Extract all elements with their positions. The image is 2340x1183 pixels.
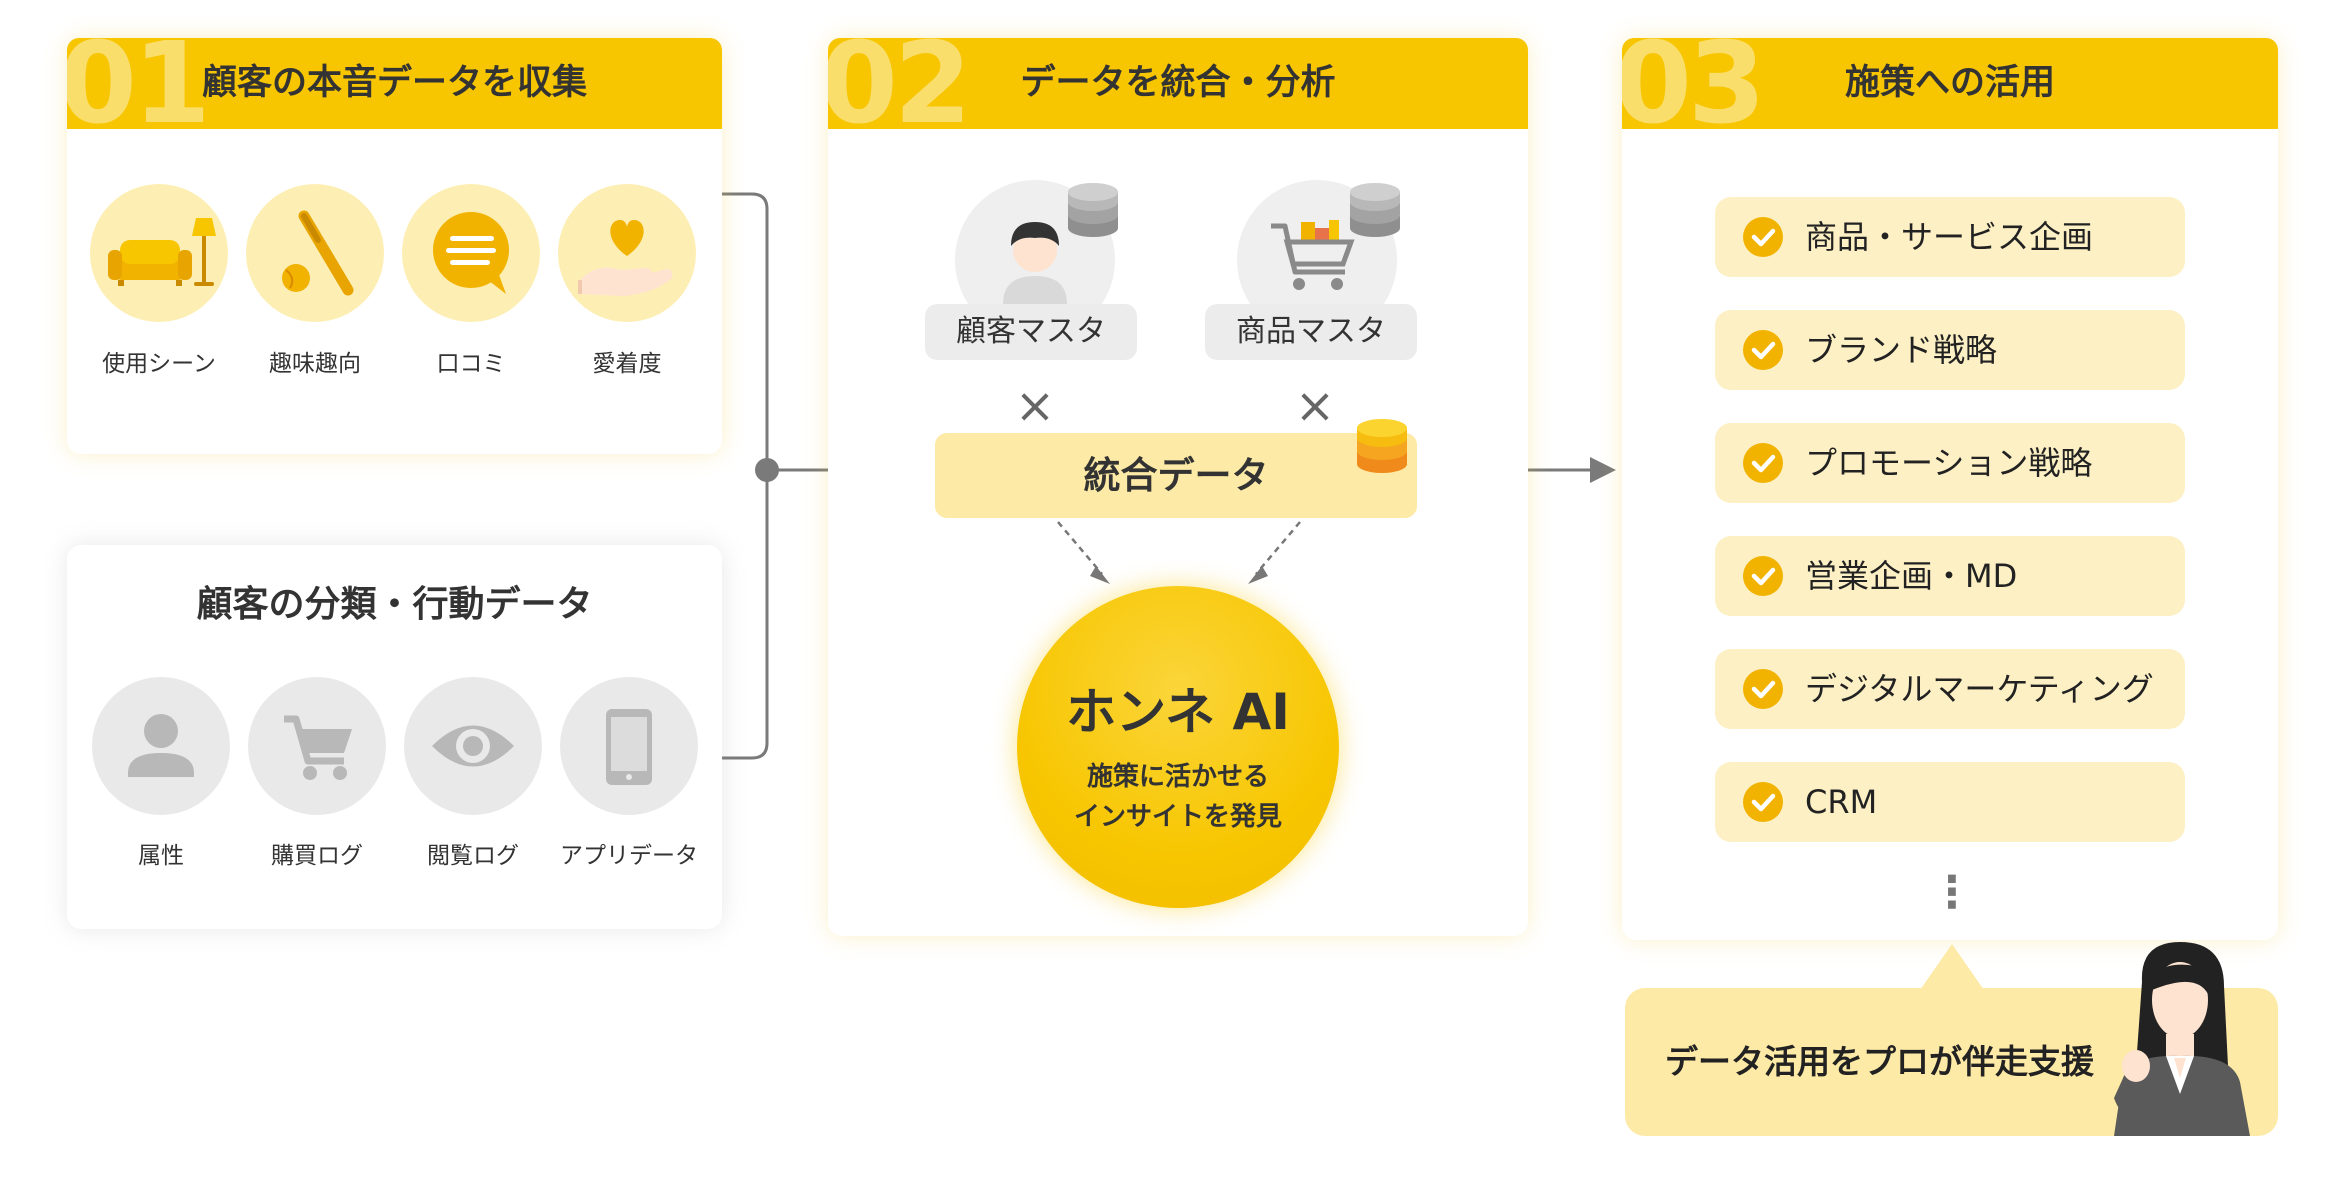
check-icon bbox=[1743, 217, 1783, 257]
step2-number: 02 bbox=[828, 38, 972, 129]
honne-ai-circle: ホンネ AI 施策に活かせる インサイトを発見 bbox=[1017, 586, 1339, 908]
person-icon bbox=[92, 677, 230, 815]
honne-ai-title: ホンネ AI bbox=[1066, 683, 1290, 741]
use-case-label: 営業企画・MD bbox=[1805, 557, 2018, 595]
use-case-item: CRM bbox=[1715, 762, 2185, 842]
step3-header: 03 施策への活用 bbox=[1622, 38, 2278, 129]
integrated-database-icon bbox=[1357, 419, 1407, 473]
use-case-item: 商品・サービス企画 bbox=[1715, 197, 2185, 277]
customer-data-title: 顧客の分類・行動データ bbox=[196, 584, 593, 625]
check-icon bbox=[1743, 669, 1783, 709]
step1-item-label: 趣味趣向 bbox=[269, 351, 361, 377]
customer-data-item-label: 購買ログ bbox=[271, 843, 363, 869]
step1-item-label: 愛着度 bbox=[592, 351, 662, 377]
product-master-label: 商品マスタ bbox=[1205, 304, 1417, 360]
step3-number: 03 bbox=[1622, 38, 1766, 129]
use-case-item: ブランド戦略 bbox=[1715, 310, 2185, 390]
use-case-item: 営業企画・MD bbox=[1715, 536, 2185, 616]
step1-header: 01 顧客の本音データを収集 bbox=[67, 38, 722, 129]
cart-icon bbox=[248, 677, 386, 815]
use-case-label: 商品・サービス企画 bbox=[1805, 218, 2094, 256]
use-case-label: ブランド戦略 bbox=[1805, 331, 1998, 369]
customer-master-label: 顧客マスタ bbox=[925, 304, 1137, 360]
use-case-item: デジタルマーケティング bbox=[1715, 649, 2185, 729]
check-icon bbox=[1743, 556, 1783, 596]
step2-header: 02 データを統合・分析 bbox=[828, 38, 1528, 129]
step1-item-label: 使用シーン bbox=[102, 351, 216, 377]
step2-title: データを統合・分析 bbox=[1020, 63, 1336, 103]
baseball-bat-icon bbox=[246, 184, 384, 322]
step1-title: 顧客の本音データを収集 bbox=[201, 63, 587, 103]
honne-ai-subtitle-line1: 施策に活かせる bbox=[1086, 762, 1269, 792]
database-icon bbox=[1350, 183, 1400, 237]
support-text: データ活用をプロが伴走支援 bbox=[1665, 1042, 2094, 1081]
customer-data-item-label: アプリデータ bbox=[560, 843, 698, 869]
sofa-lamp-icon bbox=[90, 184, 228, 322]
use-case-label: CRM bbox=[1805, 783, 1878, 821]
database-icon bbox=[1068, 183, 1118, 237]
smartphone-icon bbox=[560, 677, 698, 815]
step1-number: 01 bbox=[67, 38, 211, 129]
heart-hand-icon bbox=[558, 184, 696, 322]
check-icon bbox=[1743, 443, 1783, 483]
support-bubble-pointer bbox=[1920, 944, 1984, 990]
check-icon bbox=[1743, 782, 1783, 822]
use-case-label: プロモーション戦略 bbox=[1805, 444, 2093, 482]
more-indicator: ⋮ bbox=[1930, 867, 1974, 918]
cross-symbol: × bbox=[1014, 378, 1056, 434]
customer-data-item-label: 閲覧ログ bbox=[427, 843, 519, 869]
customer-data-item-label: 属性 bbox=[138, 843, 184, 869]
use-case-item: プロモーション戦略 bbox=[1715, 423, 2185, 503]
step3-title: 施策への活用 bbox=[1844, 63, 2055, 103]
integrated-data-box: 統合データ bbox=[935, 433, 1417, 518]
check-icon bbox=[1743, 330, 1783, 370]
step1-item-label: 口コミ bbox=[436, 351, 506, 377]
consultant-icon bbox=[2114, 942, 2250, 1136]
eye-icon bbox=[404, 677, 542, 815]
use-case-label: デジタルマーケティング bbox=[1805, 670, 2154, 708]
speech-bubble-icon bbox=[402, 184, 540, 322]
honne-ai-subtitle-line2: インサイトを発見 bbox=[1073, 802, 1282, 832]
cross-symbol: × bbox=[1294, 378, 1336, 434]
integrated-data-label: 統合データ bbox=[1083, 454, 1269, 497]
